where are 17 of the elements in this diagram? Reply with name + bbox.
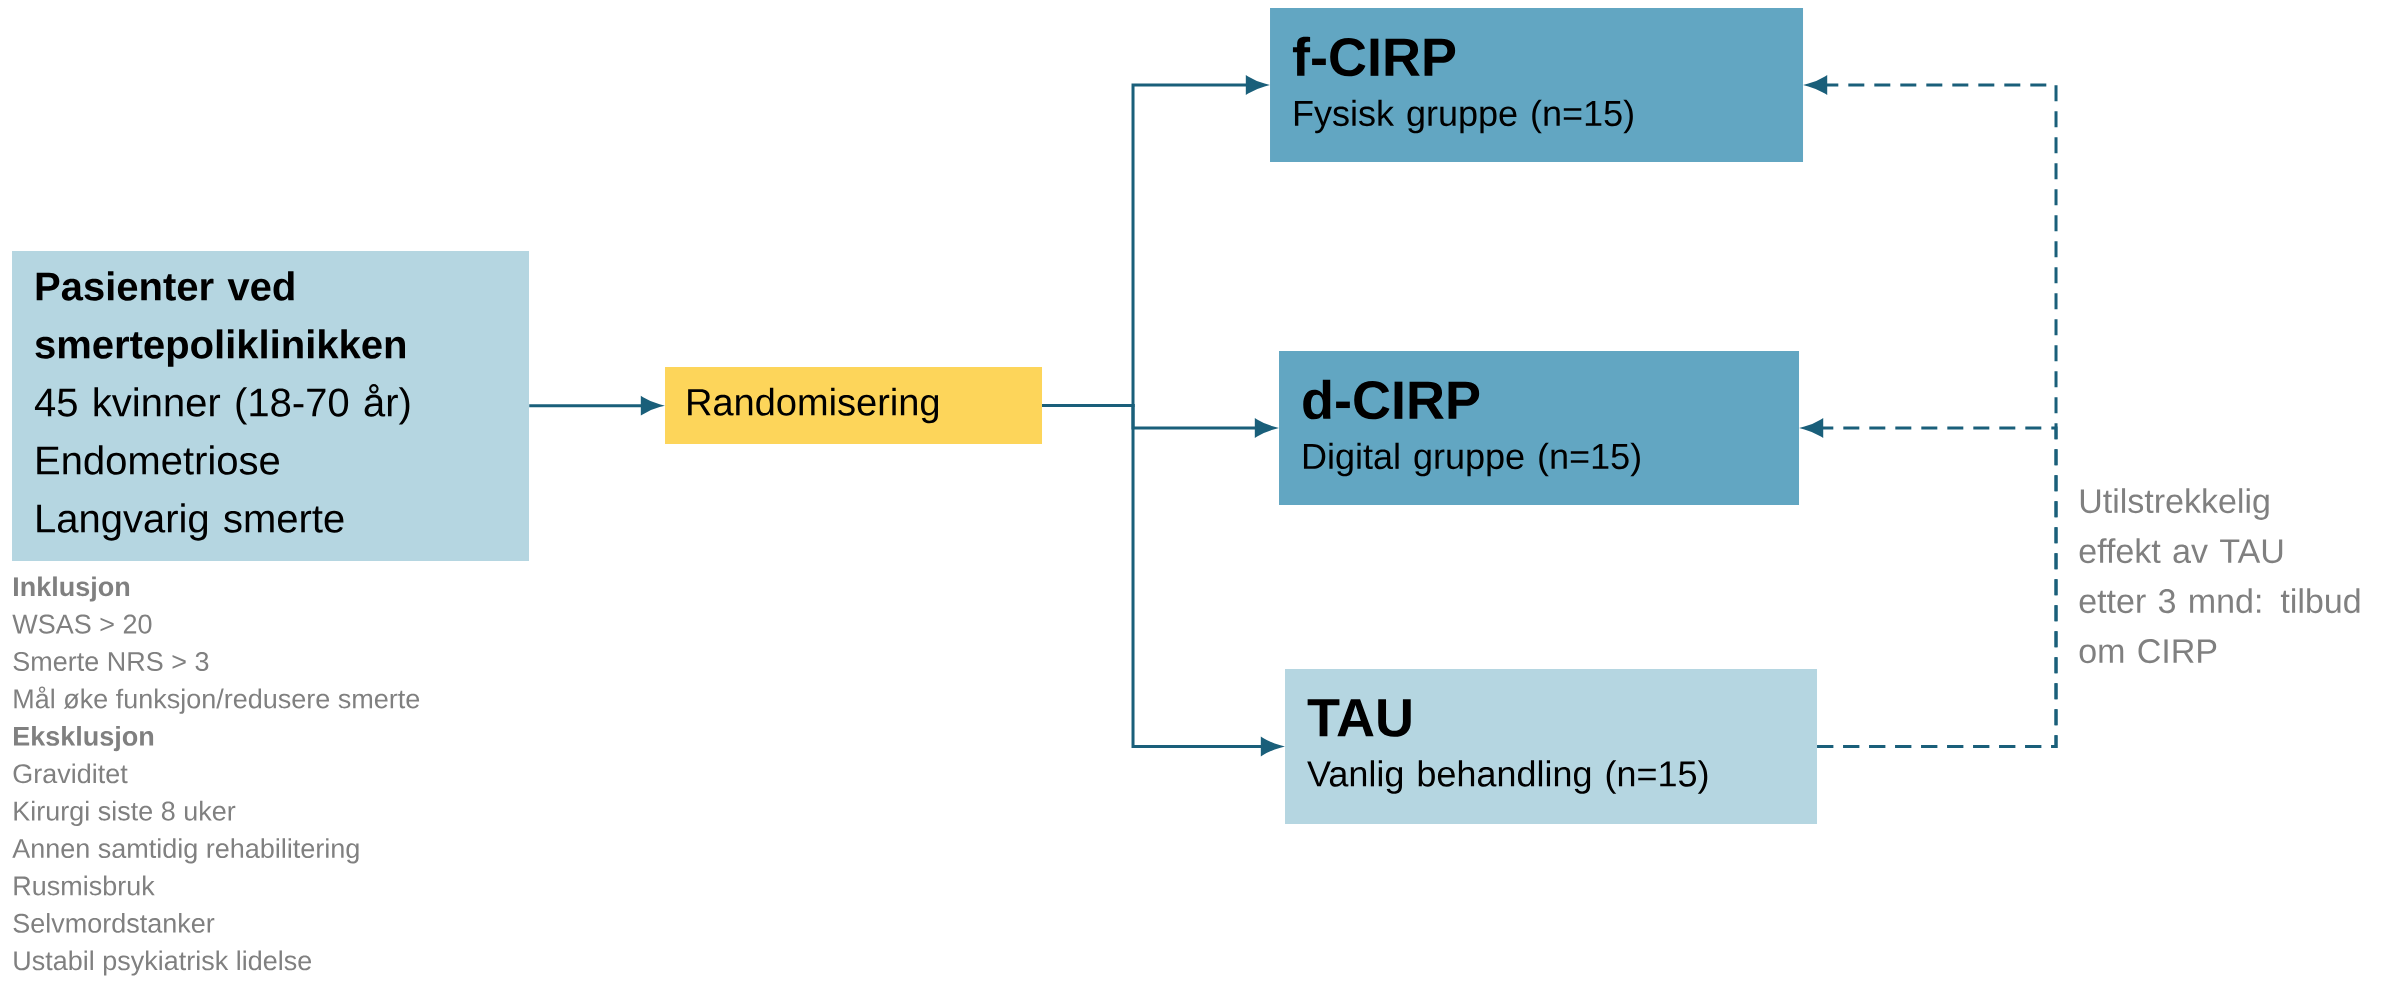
criteria-item: Selvmordstanker [13, 913, 215, 933]
group-box: d-CIRP Digital gruppe (n=15) [1279, 351, 1799, 505]
criteria-item: Kirurgi siste 8 uker [14, 800, 236, 826]
criteria-item: Graviditet [13, 763, 128, 784]
criteria-heading: Inklusjon [14, 576, 130, 602]
criteria-item: Ustabil psykiatrisk lidelse [14, 950, 312, 976]
criteria-item: Rusmisbruk [14, 875, 155, 896]
patient-box: Pasienter ved smertepoliklinikken 45 kvinner (18-70 år) Endometriose Langvarig smerte [12, 251, 529, 561]
note-text: Utilstrekkelig effekt av TAU etter 3 mnd: tilbud om CIRP [2079, 488, 2360, 664]
criteria-item: Mål øke funksjon/redusere smerte [14, 686, 420, 714]
criteria-item: Smerte NRS > 3 [13, 651, 209, 672]
group-box: f-CIRP Fysisk gruppe (n=15) [1270, 8, 1803, 162]
criteria-heading: Eksklusjon [14, 726, 154, 752]
criteria-item: Annen samtidig rehabilitering [12, 838, 359, 864]
group-box: TAU Vanlig behandling (n=15) [1285, 669, 1817, 824]
randomisation-box: Randomisering [665, 367, 1042, 444]
criteria-item: WSAS > 20 [12, 614, 152, 634]
